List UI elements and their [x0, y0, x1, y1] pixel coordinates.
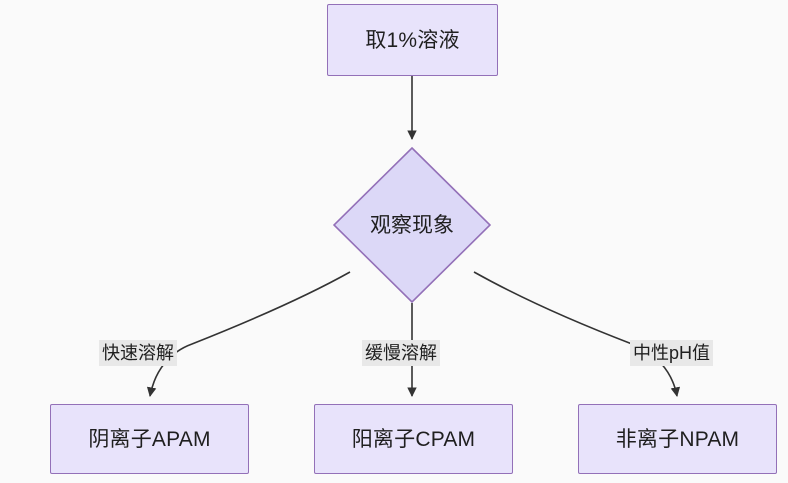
- edge-label-neutral-ph: 中性pH值: [630, 340, 714, 367]
- node-apam[interactable]: 阴离子APAM: [50, 404, 249, 474]
- node-cpam[interactable]: 阳离子CPAM: [314, 404, 513, 474]
- node-cpam-label: 阳离子CPAM: [351, 427, 476, 451]
- node-npam[interactable]: 非离子NPAM: [578, 404, 777, 474]
- node-npam-label: 非离子NPAM: [615, 427, 740, 451]
- node-apam-label: 阴离子APAM: [88, 427, 211, 451]
- node-start-label: 取1%溶液: [365, 28, 460, 52]
- node-decision[interactable]: 观察现象: [333, 147, 491, 303]
- edge-label-fast-dissolve: 快速溶解: [99, 340, 177, 367]
- edge-decision-to-npam: [473, 271, 681, 397]
- edge-decision-to-apam: [146, 271, 351, 397]
- node-decision-label: 观察现象: [370, 213, 454, 237]
- edge-label-slow-dissolve: 缓慢溶解: [362, 340, 440, 367]
- node-start[interactable]: 取1%溶液: [327, 4, 498, 76]
- diamond-shape: [333, 147, 491, 303]
